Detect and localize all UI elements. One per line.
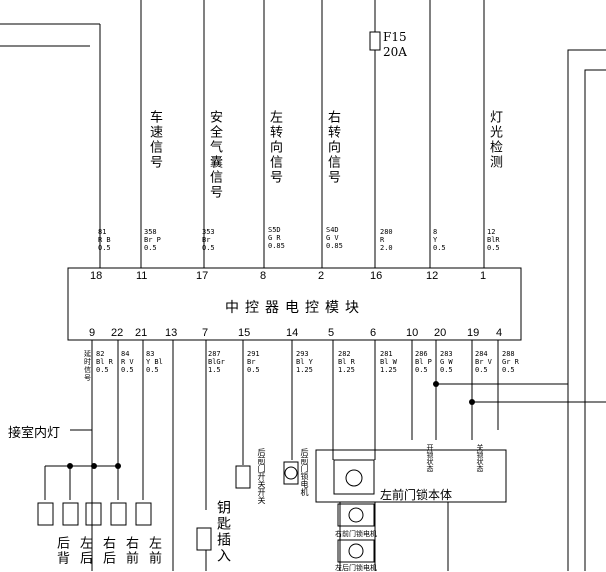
door-switch-label-left-rear: 左后 bbox=[77, 536, 92, 566]
pin-number: 6 bbox=[370, 327, 377, 339]
rear-door-switch bbox=[235, 465, 251, 489]
rear-door-motor-label: 后前门锁电机 bbox=[300, 448, 309, 496]
pin-number: 9 bbox=[89, 327, 96, 339]
fuse-rating: 20A bbox=[383, 45, 407, 59]
wire-spec: 291 Br 0.5 bbox=[247, 350, 260, 374]
motor-b-label: 左后门锁电机 bbox=[335, 564, 377, 572]
key-state-switch-label: 关锁状态 bbox=[476, 444, 484, 472]
key-insert-label: 钥匙插入 bbox=[215, 500, 231, 564]
wire-spec: 81 R B 0.5 bbox=[98, 228, 111, 252]
wire-spec: 353 Br 0.5 bbox=[202, 228, 215, 252]
module-box bbox=[67, 267, 522, 341]
wire-spec: 287 BlGr 1.5 bbox=[208, 350, 225, 374]
junction-dot bbox=[91, 463, 97, 469]
wire-spec: 288 Gr R 0.5 bbox=[502, 350, 519, 374]
pin-number: 4 bbox=[496, 327, 503, 339]
motor-icon bbox=[348, 507, 364, 523]
wire-spec: 293 Bl Y 1.25 bbox=[296, 350, 313, 374]
pin-number: 21 bbox=[135, 327, 148, 339]
door-switch bbox=[85, 502, 102, 526]
pin-number: 12 bbox=[426, 270, 439, 282]
junction-dot bbox=[433, 381, 439, 387]
wire-spec: S5D G R 0.85 bbox=[268, 226, 285, 250]
right-panel-border bbox=[567, 49, 606, 571]
signal-label-right-turn: 右转向信号 bbox=[325, 110, 340, 185]
wire-spec: 8 Y 0.5 bbox=[433, 228, 446, 252]
door-switch-label-left-front: 左前 bbox=[146, 536, 161, 566]
door-switch bbox=[110, 502, 127, 526]
pin-number: 15 bbox=[238, 327, 251, 339]
pin-number: 13 bbox=[165, 327, 178, 339]
wire-spec: 延时信号 bbox=[84, 350, 91, 382]
wire-spec: S4D G V 0.85 bbox=[326, 226, 343, 250]
door-switch bbox=[135, 502, 152, 526]
pin-number: 8 bbox=[260, 270, 267, 282]
junction-dot bbox=[115, 463, 121, 469]
wire-spec: 12 BlR 0.5 bbox=[487, 228, 500, 252]
wire-spec: 358 Br P 0.5 bbox=[144, 228, 161, 252]
interior-light-label: 接室内灯 bbox=[8, 426, 61, 441]
pin-number: 11 bbox=[136, 270, 148, 282]
motor-icon bbox=[345, 469, 363, 487]
pin-number: 2 bbox=[318, 270, 325, 282]
wire-spec: 82 Bl R 0.5 bbox=[96, 350, 113, 374]
door-switch-label-right-front: 右前 bbox=[123, 536, 138, 566]
pin-number: 19 bbox=[467, 327, 480, 339]
pin-number: 22 bbox=[111, 327, 124, 339]
pin-number: 16 bbox=[370, 270, 383, 282]
left-front-lock-box bbox=[315, 449, 507, 503]
motor-a-label: 右前门锁电机 bbox=[335, 530, 377, 538]
door-switch-label-rear: 后背 bbox=[54, 536, 69, 566]
wire-spec: 281 Bl W 1.25 bbox=[380, 350, 397, 374]
motor-icon bbox=[348, 543, 364, 559]
wire-spec: 283 G W 0.5 bbox=[440, 350, 453, 374]
pin-number: 20 bbox=[434, 327, 447, 339]
pin-number: 18 bbox=[90, 270, 103, 282]
lock-motor bbox=[333, 459, 375, 495]
signal-label-speed: 车速信号 bbox=[147, 110, 162, 170]
rear-door-motor bbox=[283, 461, 299, 485]
wire-spec: 286 Bl P 0.5 bbox=[415, 350, 432, 374]
junction-dot bbox=[67, 463, 73, 469]
signal-label-airbag: 安全气囊信号 bbox=[207, 110, 222, 200]
pin-number: 10 bbox=[406, 327, 419, 339]
wire-spec: 83 Y Bl 0.5 bbox=[146, 350, 163, 374]
right-panel-border bbox=[584, 69, 606, 571]
wire-spec: 284 Br V 0.5 bbox=[475, 350, 492, 374]
fuse bbox=[369, 31, 381, 51]
lock-motor bbox=[337, 539, 375, 563]
door-switch bbox=[37, 502, 54, 526]
pin-number: 17 bbox=[196, 270, 209, 282]
pin-number: 7 bbox=[202, 327, 209, 339]
pin-number: 1 bbox=[480, 270, 487, 282]
wire-spec: 84 R V 0.5 bbox=[121, 350, 134, 374]
pin-number: 5 bbox=[328, 327, 335, 339]
key-switch bbox=[196, 527, 212, 551]
signal-label-light-check: 灯光检测 bbox=[487, 110, 502, 170]
rear-door-switch-label: 后前门开关开关 bbox=[257, 448, 266, 504]
door-switch bbox=[62, 502, 79, 526]
signal-label-left-turn: 左转向信号 bbox=[267, 110, 282, 185]
fuse-name: F15 bbox=[383, 30, 407, 44]
motor-icon bbox=[284, 466, 298, 480]
module-title: 中控器电控模块 bbox=[225, 300, 365, 316]
wire-spec: 282 Bl R 1.25 bbox=[338, 350, 355, 374]
junction-dot bbox=[469, 399, 475, 405]
door-switch-label-right-rear: 右后 bbox=[100, 536, 115, 566]
lock-state-switch-label: 开锁状态 bbox=[426, 444, 434, 472]
pin-number: 14 bbox=[286, 327, 299, 339]
left-front-lock-label: 左前门锁本体 bbox=[380, 488, 453, 502]
wire-spec: 280 R 2.0 bbox=[380, 228, 393, 252]
lock-motor bbox=[337, 503, 375, 527]
